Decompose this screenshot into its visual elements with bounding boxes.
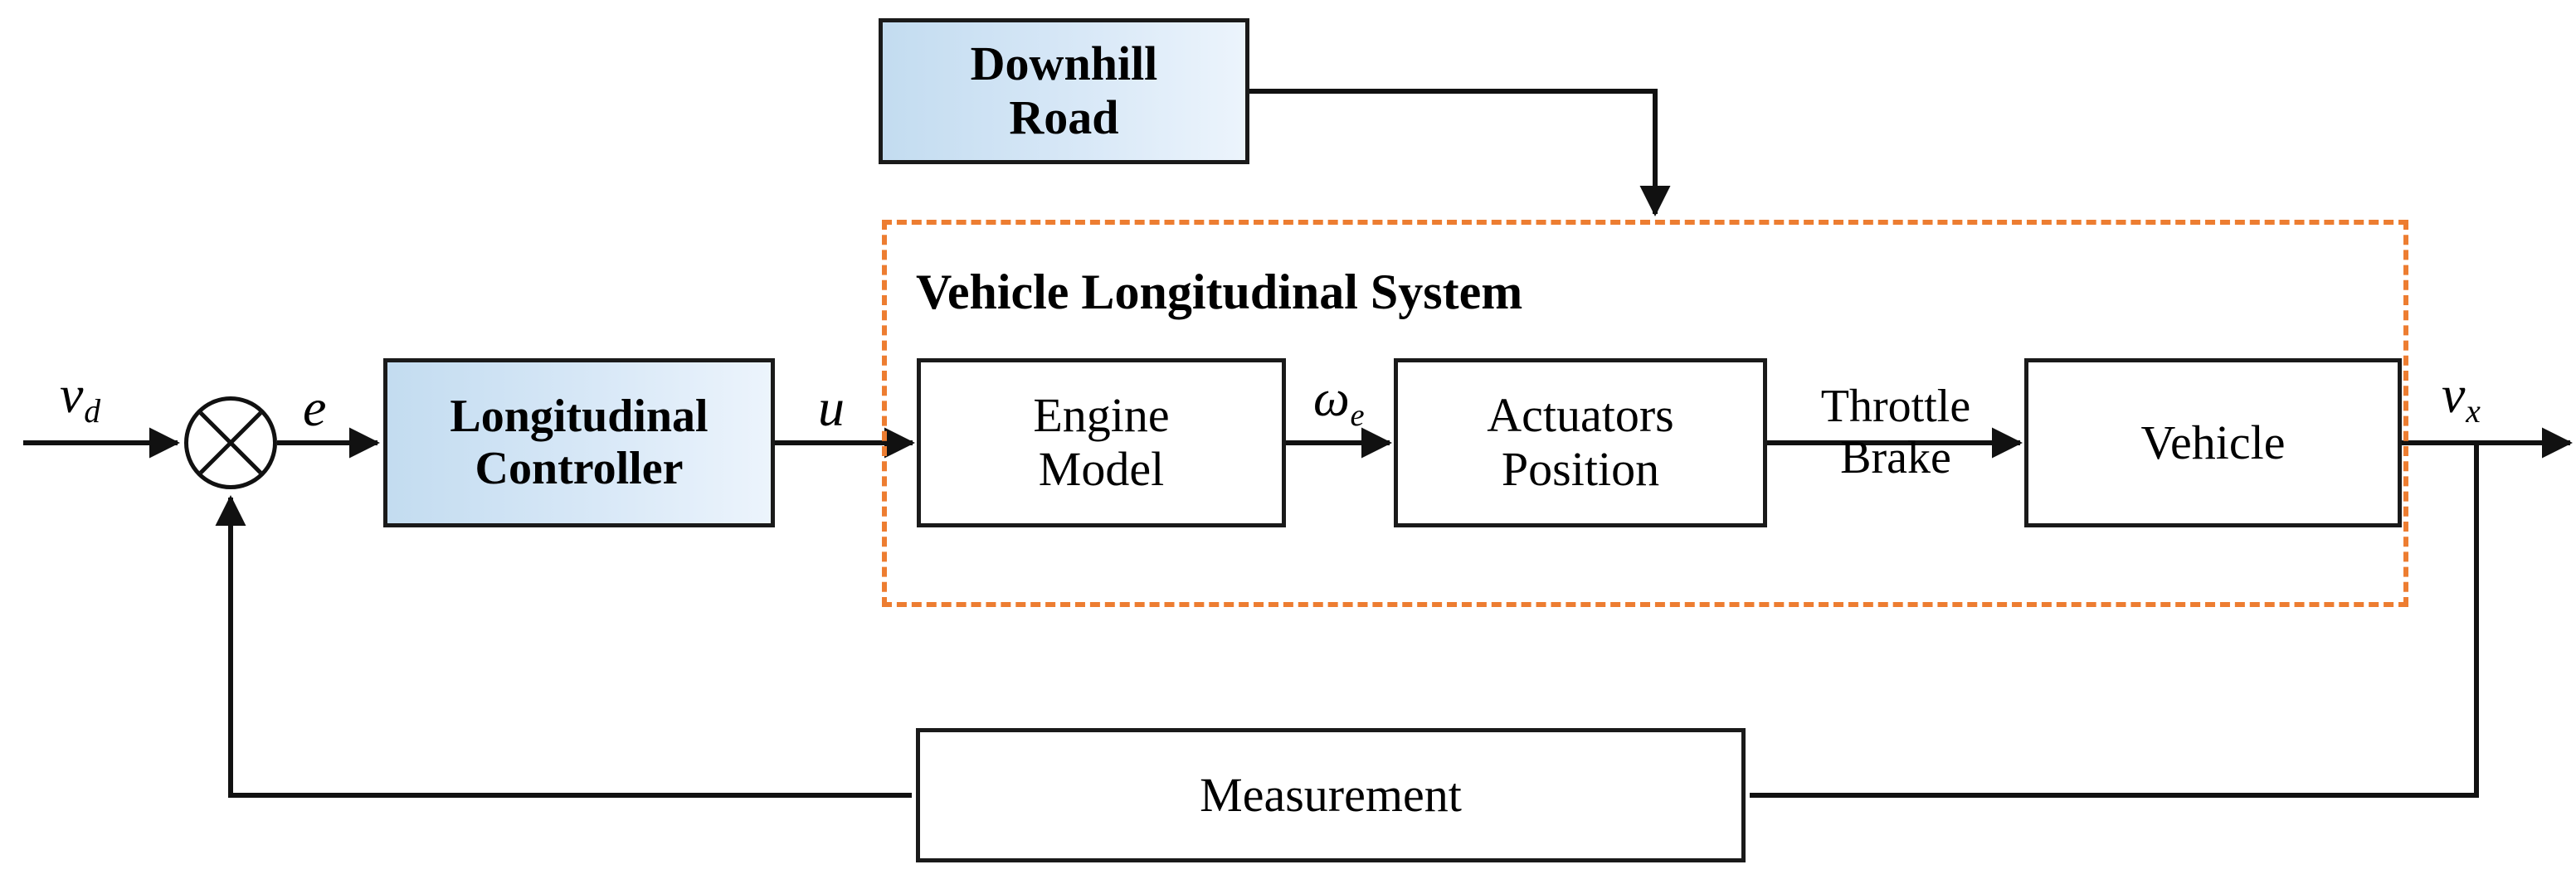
summing-junction[interactable] <box>184 396 277 489</box>
signal-v-longitudinal-sub: x <box>2466 392 2481 430</box>
signal-label-v-longitudinal: vx <box>2442 365 2481 428</box>
block-engine-model[interactable]: Engine Model <box>917 358 1286 527</box>
block-actuators-position[interactable]: Actuators Position <box>1394 358 1767 527</box>
block-measurement-label: Measurement <box>1200 767 1462 822</box>
vehicle-longitudinal-system-group <box>882 220 2408 607</box>
block-vehicle[interactable]: Vehicle <box>2024 358 2402 527</box>
signal-v-longitudinal-base: v <box>2442 365 2466 424</box>
block-longitudinal-controller[interactable]: Longitudinal Controller <box>383 358 775 527</box>
signal-v-desired-sub: d <box>84 392 101 430</box>
signal-control-input-base: u <box>818 378 845 437</box>
signal-label-error: e <box>303 381 326 435</box>
signal-label-v-desired: vd <box>60 365 100 428</box>
wire-downhill-to-system <box>1249 89 1671 216</box>
signal-engine-speed-base: ω <box>1313 371 1350 427</box>
block-downhill-road-label: Downhill Road <box>970 36 1158 144</box>
wire-measurement-to-sum <box>215 495 912 798</box>
group-label: Vehicle Longitudinal System <box>916 265 1523 319</box>
block-actuators-position-label: Actuators Position <box>1487 388 1674 496</box>
signal-engine-speed-sub: e <box>1350 397 1365 433</box>
signal-v-desired-base: v <box>60 365 84 424</box>
block-measurement[interactable]: Measurement <box>916 728 1746 862</box>
signal-error-base: e <box>303 378 327 437</box>
wire-label-throttle-brake: Throttle Brake <box>1820 381 1971 483</box>
signal-label-engine-speed: ωe <box>1313 371 1365 431</box>
signal-label-control-input: u <box>818 381 845 435</box>
block-engine-model-label: Engine Model <box>1033 388 1170 496</box>
block-longitudinal-controller-label: Longitudinal Controller <box>450 391 709 494</box>
block-downhill-road[interactable]: Downhill Road <box>879 18 1249 164</box>
block-vehicle-label: Vehicle <box>2140 415 2286 469</box>
